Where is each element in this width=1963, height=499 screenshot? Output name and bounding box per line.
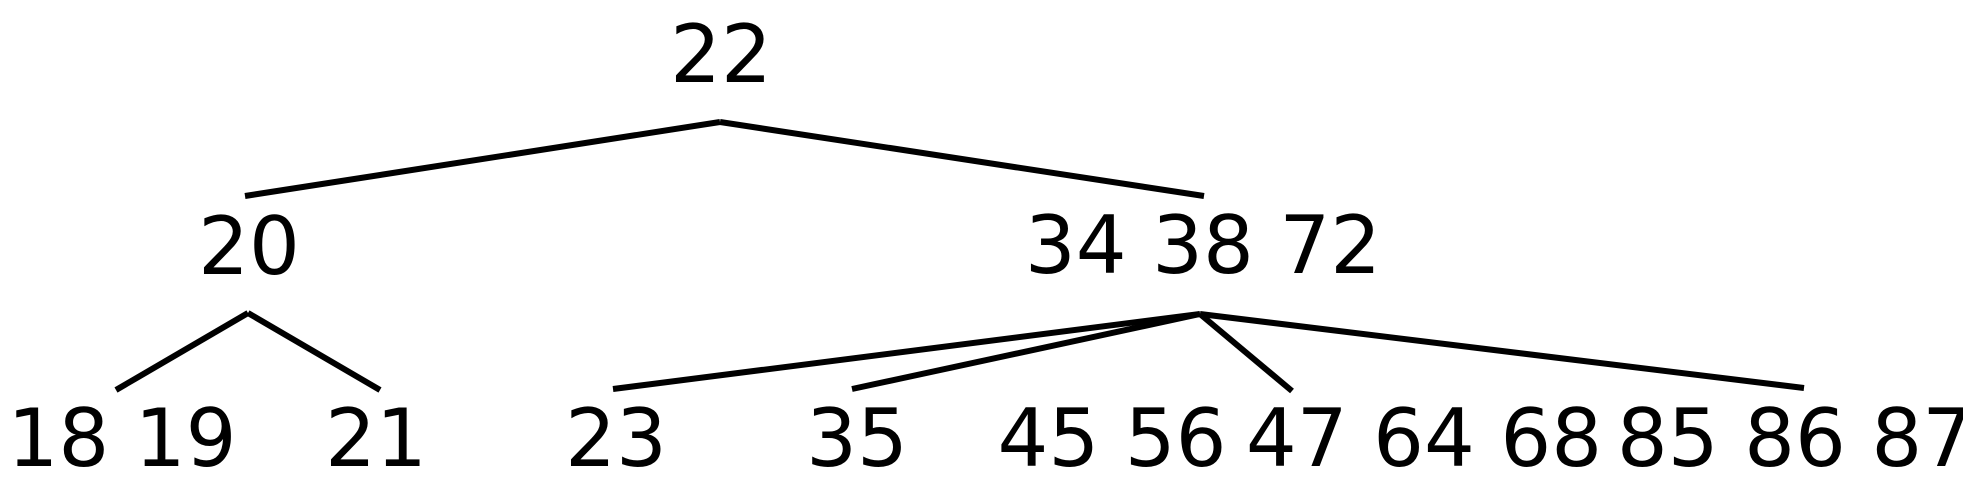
edge-node-34-38-72-to-leaf-23: [612, 311, 1201, 392]
edge-node-34-38-72-to-leaf-47-64-68: [1198, 311, 1294, 394]
root-node-label: 22: [670, 8, 772, 101]
leaf-node-18-19-label: 18 19: [7, 392, 236, 485]
edge-node-34-38-72-to-leaf-35: [851, 311, 1201, 392]
leaf-node-23-label: 23: [565, 392, 667, 485]
internal-node-20-label: 20: [198, 200, 300, 293]
leaf-node-47-64-68-label: 47 64 68: [1246, 392, 1602, 485]
edge-node-20-to-leaf-21: [246, 310, 382, 393]
leaf-node-45-56-label: 45 56: [997, 392, 1226, 485]
edge-node-34-38-72-to-leaf-85-86-87: [1199, 311, 1805, 391]
leaf-node-21-label: 21: [325, 392, 427, 485]
leaf-node-85-86-87-label: 85 86 87: [1617, 392, 1963, 485]
internal-node-34-38-72-label: 34 38 72: [1025, 199, 1381, 292]
edge-root-to-node-20: [244, 119, 721, 199]
leaf-node-35-label: 35: [806, 392, 908, 485]
edge-node-20-to-leaf-18-19: [114, 310, 250, 393]
edge-root-to-node-34-38-72: [719, 119, 1205, 199]
